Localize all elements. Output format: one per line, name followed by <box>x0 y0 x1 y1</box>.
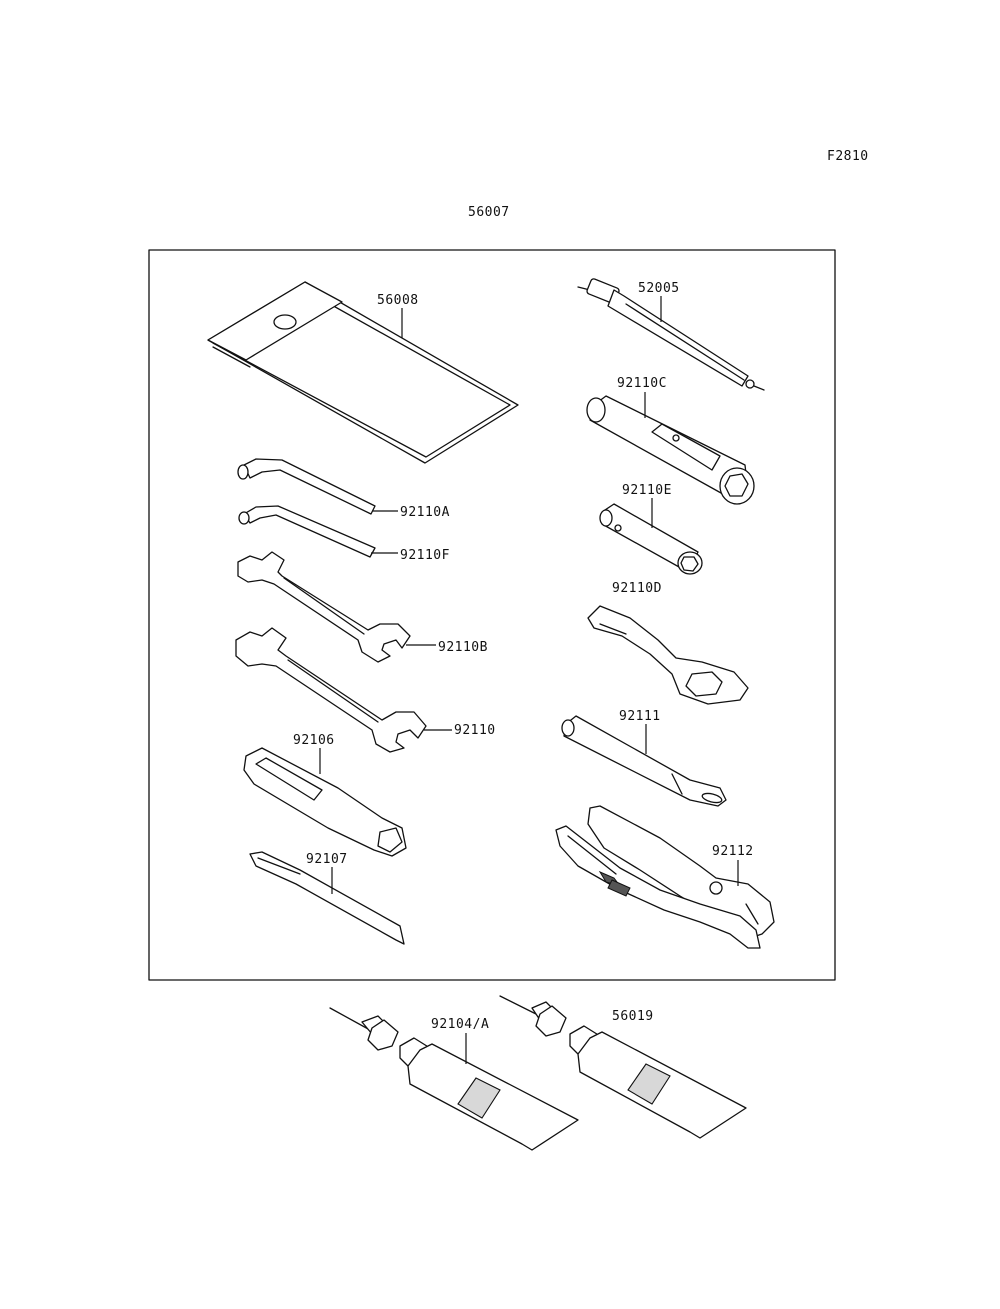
label-extension-bar: 92111 <box>619 709 661 724</box>
open-wrench-b <box>237 551 411 663</box>
hex-key-a <box>237 458 376 515</box>
kit-frame <box>148 249 836 981</box>
screwdriver-handle <box>243 747 407 857</box>
label-hex-key-f: 92110F <box>400 548 450 563</box>
label-open-wrench-b: 92110B <box>438 640 488 655</box>
grease-tube-a <box>329 1007 579 1151</box>
box-wrench-d <box>587 605 749 705</box>
box-wrench-c <box>586 395 755 505</box>
label-hex-key-a: 92110A <box>400 505 450 520</box>
pliers <box>555 805 775 949</box>
label-grease-tube-b: 56019 <box>612 1009 654 1024</box>
label-plug-wrench-handle: 52005 <box>638 281 680 296</box>
grease-tube-b <box>499 995 747 1139</box>
label-box-wrench-e: 92110E <box>622 483 672 498</box>
hex-key-f <box>238 505 376 558</box>
screwdriver-bit <box>249 851 405 945</box>
label-kit-56007: 56007 <box>468 205 510 220</box>
open-wrench <box>235 627 427 753</box>
label-pliers: 92112 <box>712 844 754 859</box>
label-pouch: 56008 <box>377 293 419 308</box>
box-wrench-e <box>599 503 703 575</box>
diagram-code: F2810 <box>827 149 869 164</box>
extension-bar <box>561 715 727 807</box>
label-grease-tube-a: 92104/A <box>431 1017 489 1032</box>
label-box-wrench-d: 92110D <box>612 581 662 596</box>
plug-wrench-handle <box>577 278 765 391</box>
label-screwdriver-handle: 92106 <box>293 733 335 748</box>
label-open-wrench: 92110 <box>454 723 496 738</box>
label-screwdriver-bit: 92107 <box>306 852 348 867</box>
tool-pouch <box>207 281 519 464</box>
label-box-wrench-c: 92110C <box>617 376 667 391</box>
